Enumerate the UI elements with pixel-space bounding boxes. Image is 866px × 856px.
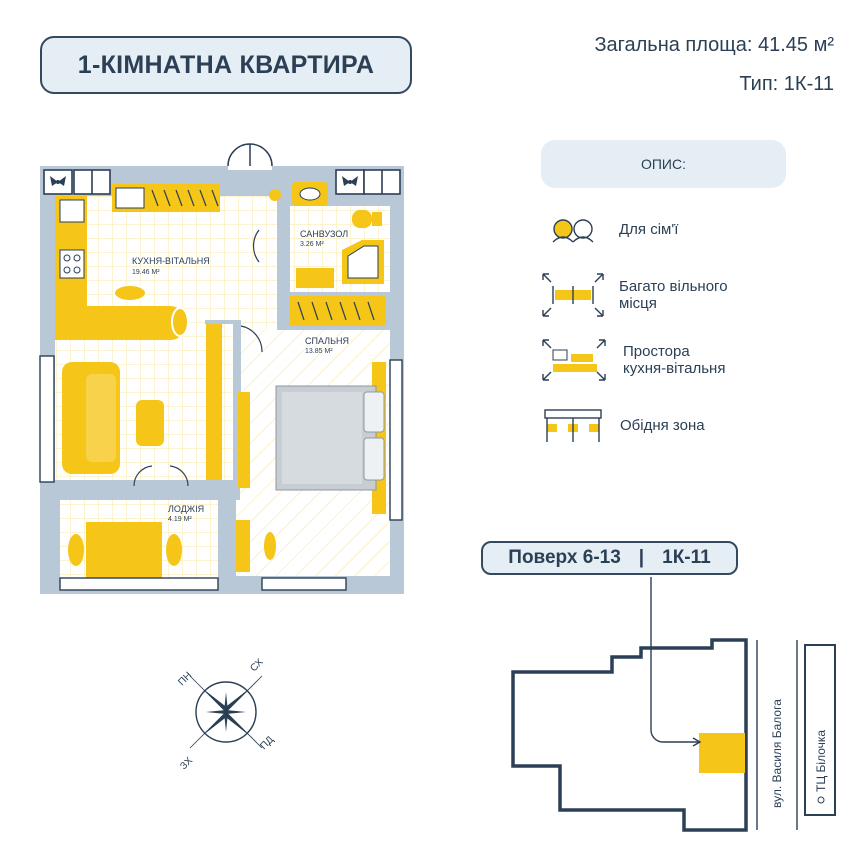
coffee-table xyxy=(136,400,164,446)
entry-door xyxy=(227,143,273,167)
fan-icon xyxy=(50,176,358,186)
description-heading: ОПИС: xyxy=(541,140,786,188)
floor-info: Поверх 6-13 | 1К-11 xyxy=(481,541,738,575)
feature-free-space: Багато вільного місця xyxy=(541,272,728,318)
apartment-location-marker xyxy=(699,733,745,773)
family-icon xyxy=(552,219,594,243)
window-top-right xyxy=(335,169,401,195)
landmark-label: ТЦ Білочка xyxy=(814,730,828,792)
feature-family: Для сім'ї xyxy=(547,212,678,246)
compass-ne: СХ xyxy=(248,657,265,674)
compass-sw: ЗХ xyxy=(178,755,195,772)
feature-free-space-label: Багато вільного місця xyxy=(619,278,728,312)
bathroom-area: 3.26 М² xyxy=(300,241,324,248)
feature-dining-label: Обідня зона xyxy=(620,416,705,434)
kitchen-living-icon xyxy=(542,339,606,381)
site-plan: вул. Василя Балога ТЦ Білочка xyxy=(511,577,836,832)
floor-type: 1К-11 xyxy=(662,547,711,568)
compass-rose: ПН СХ ЗХ ПД xyxy=(176,657,276,772)
street-label: вул. Василя Балога xyxy=(770,699,784,808)
loggia-table xyxy=(68,522,182,578)
free-space-icon xyxy=(542,273,604,317)
apartment-type: Тип: 1К-11 xyxy=(739,73,834,95)
compass-se: ПД xyxy=(258,734,276,752)
loggia-name: ЛОДЖІЯ xyxy=(168,504,204,514)
bedroom-name: СПАЛЬНЯ xyxy=(305,336,349,346)
total-area: Загальна площа: 41.45 м² xyxy=(594,34,834,56)
floor-range: Поверх 6-13 xyxy=(508,547,621,568)
dining-zone-icon xyxy=(544,409,602,442)
kitchen-island xyxy=(55,306,187,340)
sofa xyxy=(62,362,120,474)
apartment-title: 1-КІМНАТНА КВАРТИРА xyxy=(40,36,412,94)
feature-kitchen-living: Простора кухня-вітальня xyxy=(541,338,725,382)
kitchen-area: 19.46 М² xyxy=(132,269,160,276)
feature-family-label: Для сім'ї xyxy=(619,220,679,238)
loggia-area: 4.19 М² xyxy=(168,516,192,523)
location-pin-icon xyxy=(817,796,825,804)
kitchen-counter xyxy=(55,184,220,308)
floor-separator: | xyxy=(638,547,645,568)
bathroom-fixtures xyxy=(269,182,384,288)
bed xyxy=(275,362,386,514)
bedroom-area: 13.85 М² xyxy=(305,348,333,355)
feature-dining: Обідня зона xyxy=(541,406,705,444)
feature-kitchen-living-label: Простора кухня-вітальня xyxy=(623,343,726,377)
bathroom-name: САНВУЗОЛ xyxy=(300,229,348,239)
compass-nw: ПН xyxy=(176,670,194,688)
kitchen-name: КУХНЯ-ВІТАЛЬНЯ xyxy=(132,256,210,266)
